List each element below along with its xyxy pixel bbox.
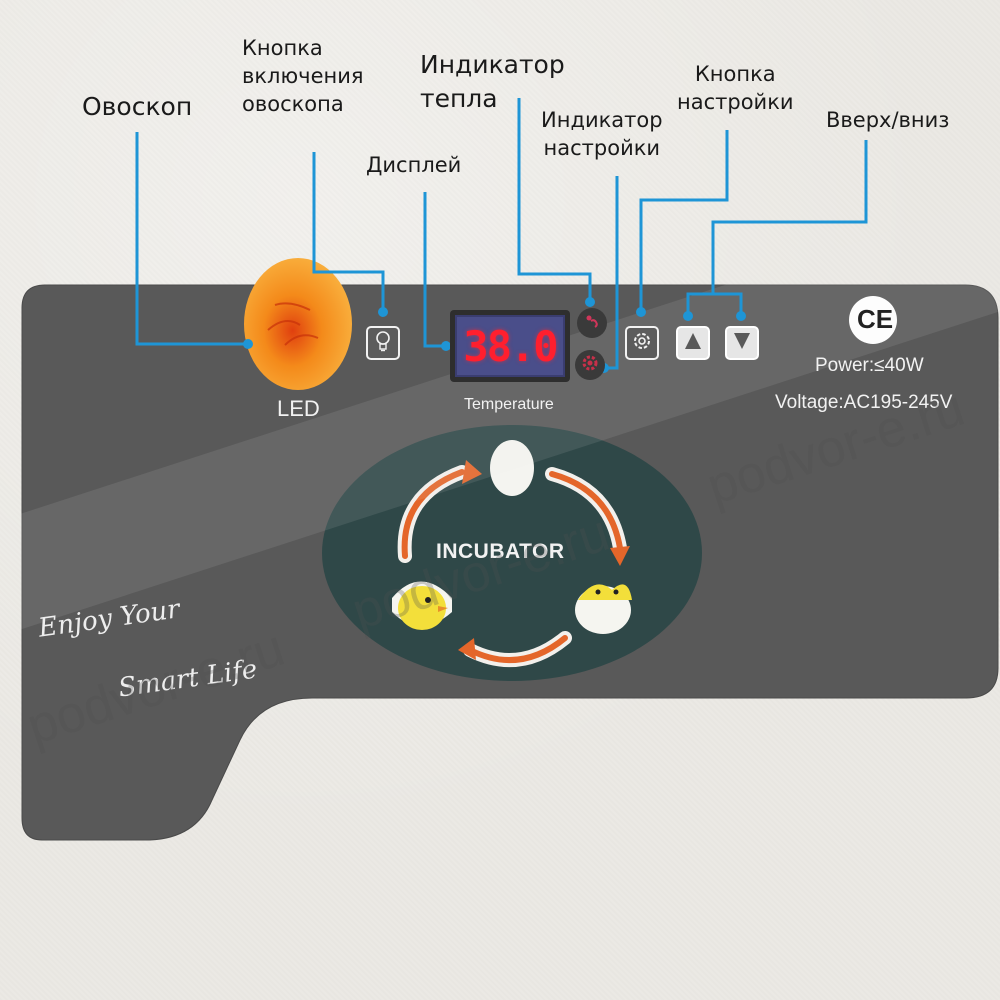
callout-heat-indicator-line2: тепла [420, 84, 498, 113]
callout-ovoscope-button: Кнопка включения овоскопа [242, 34, 364, 118]
heat-indicator-icon [583, 312, 601, 334]
callout-settings-indicator-line1: Индикатор [541, 108, 663, 132]
display-value: 38.0 [455, 315, 565, 377]
callout-heat-indicator-line1: Индикатор [420, 50, 565, 79]
ce-mark: CE [857, 304, 894, 334]
callout-ovoscope-button-line3: овоскопа [242, 92, 344, 116]
led-label: LED [277, 396, 320, 421]
callout-settings-indicator: Индикатор настройки [541, 106, 663, 162]
up-button[interactable] [676, 326, 710, 360]
callout-ovoscope-button-line2: включения [242, 64, 364, 88]
incubator-label: INCUBATOR [436, 540, 565, 563]
chick-in-shell-illustration [575, 584, 632, 634]
arrow-up-icon [683, 331, 703, 355]
gear-indicator-icon [580, 353, 600, 377]
voltage-rating: Voltage:AC195-245V [775, 392, 953, 413]
temperature-display: 38.0 [450, 310, 570, 382]
callout-settings-button-line1: Кнопка [694, 62, 776, 86]
callout-display: Дисплей [366, 153, 462, 177]
lightbulb-icon [374, 330, 392, 356]
settings-button[interactable] [625, 326, 659, 360]
arrow-down-icon [732, 331, 752, 355]
callout-settings-button: Кнопка настройки [677, 60, 794, 116]
callout-settings-button-line2: настройки [677, 90, 794, 114]
ovoscope-light-button[interactable] [366, 326, 400, 360]
down-button[interactable] [725, 326, 759, 360]
callout-updown: Вверх/вниз [826, 108, 950, 132]
callout-heat-indicator: Индикатор тепла [420, 48, 565, 116]
callout-settings-indicator-line2: настройки [543, 136, 661, 160]
callout-ovoscope-button-line1: Кнопка [242, 36, 323, 60]
heat-indicator [577, 308, 607, 338]
power-rating: Power:≤40W [815, 355, 924, 376]
display-label: Temperature [464, 396, 554, 413]
callout-ovoscope: Овоскоп [82, 92, 193, 121]
chick-hatched-illustration [392, 581, 452, 630]
settings-indicator [575, 350, 605, 380]
gear-icon [631, 330, 653, 356]
egg-illustration [490, 440, 534, 496]
